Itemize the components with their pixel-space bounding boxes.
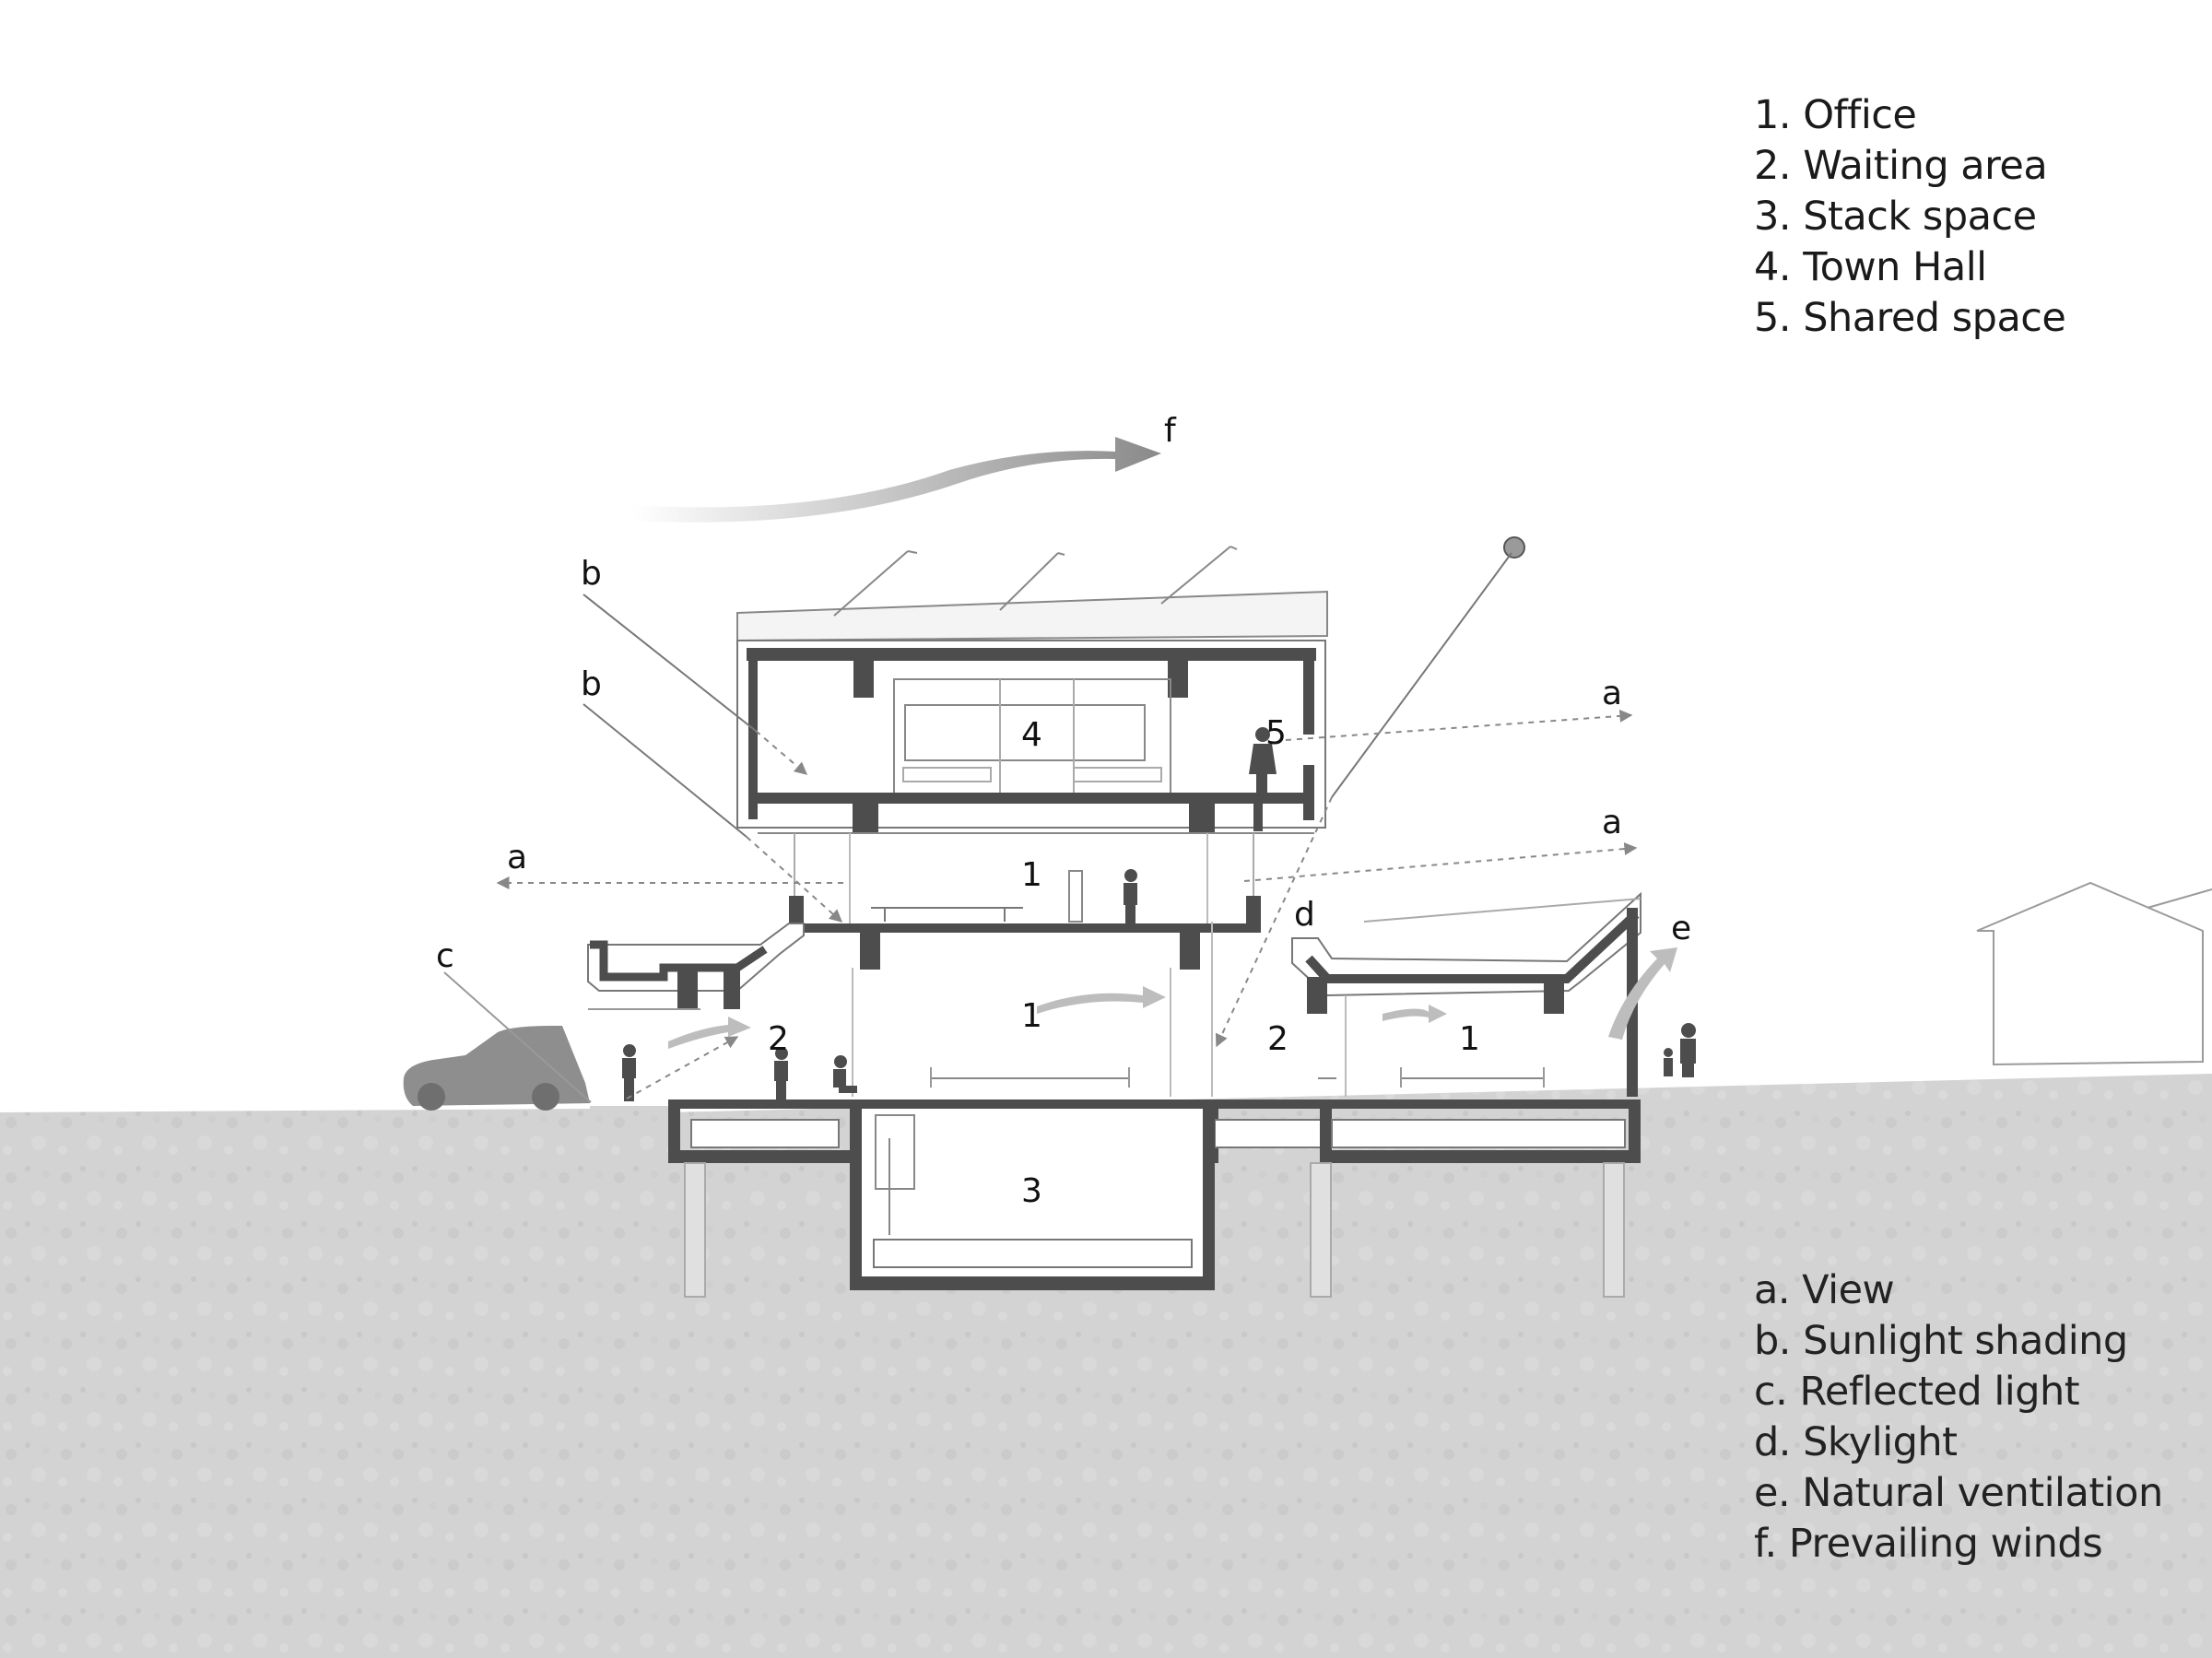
people-silhouettes (622, 727, 1696, 1101)
middle-floor (789, 833, 1261, 970)
label-f: f (1164, 412, 1176, 450)
person-silhouette (622, 1044, 636, 1101)
label-c: c (436, 937, 454, 975)
skylight-dashed (1215, 796, 1333, 1048)
view-line-right-upper (1285, 709, 1633, 741)
legend-item: d. Skylight (1754, 1419, 1958, 1465)
label-b-lower: b (581, 665, 602, 703)
legend-item: c. Reflected light (1754, 1369, 2080, 1415)
person-silhouette (774, 1047, 788, 1101)
legend-item: f. Prevailing winds (1754, 1521, 2103, 1567)
solar-panels (736, 546, 1328, 642)
ventilation-arrows (668, 947, 1677, 1049)
legend-item: 4. Town Hall (1754, 244, 1987, 290)
legend-item: e. Natural ventilation (1754, 1470, 2163, 1516)
label-e: e (1671, 910, 1692, 947)
skylight-line (1331, 552, 1512, 798)
label-a-right: a (1602, 804, 1623, 841)
label-a-upper: a (1602, 675, 1623, 712)
person-silhouette (1124, 869, 1137, 924)
person-silhouette (1249, 727, 1277, 793)
strategy-lines (443, 552, 1638, 1103)
space-label-office-right: 1 (1459, 1020, 1480, 1058)
sun-ray-dashed (755, 730, 808, 775)
legend-item: a. View (1754, 1267, 1895, 1313)
space-label-office-middle: 1 (1021, 856, 1042, 894)
car-silhouette (403, 1026, 590, 1111)
space-label-stack: 3 (1021, 1172, 1042, 1210)
space-label-shared: 5 (1265, 714, 1287, 752)
reflected-light-line (443, 971, 592, 1103)
legend-item: b. Sunlight shading (1754, 1318, 2128, 1364)
legend-item: 5. Shared space (1754, 295, 2066, 341)
ground (0, 1074, 2212, 1658)
legend-strategies: a. View b. Sunlight shading c. Reflected… (1754, 1265, 2163, 1570)
person-silhouette (1664, 1023, 1696, 1077)
neighbouring-house (1976, 881, 2212, 1066)
space-label-waiting-right: 2 (1267, 1020, 1288, 1058)
sun (1503, 536, 1525, 559)
label-d: d (1294, 896, 1315, 934)
right-wing-roof (1291, 891, 1641, 1097)
space-label-waiting-left: 2 (768, 1020, 789, 1058)
person-silhouette (833, 1055, 857, 1093)
view-line-right-middle (1243, 842, 1638, 882)
label-b-upper: b (581, 555, 602, 593)
ground-floor (668, 922, 1641, 1109)
reflected-light-dashed (626, 1036, 739, 1099)
legend-item: 1. Office (1754, 92, 1917, 138)
sun-ray-line (582, 594, 757, 732)
sun-ray-line (582, 703, 747, 838)
prevailing-wind-arrow (632, 437, 1161, 523)
legend-spaces: 1. Office 2. Waiting area 3. Stack space… (1754, 90, 2066, 344)
label-a-left: a (507, 839, 528, 876)
legend-item: 3. Stack space (1754, 194, 2037, 240)
left-canopy (587, 923, 805, 1010)
space-label-office-ground: 1 (1021, 997, 1042, 1035)
upper-floor (736, 640, 1326, 834)
space-label-townhall: 4 (1021, 716, 1042, 754)
legend-item: 2. Waiting area (1754, 143, 2048, 189)
foundation (668, 1109, 1641, 1298)
building-section (587, 546, 1677, 1298)
